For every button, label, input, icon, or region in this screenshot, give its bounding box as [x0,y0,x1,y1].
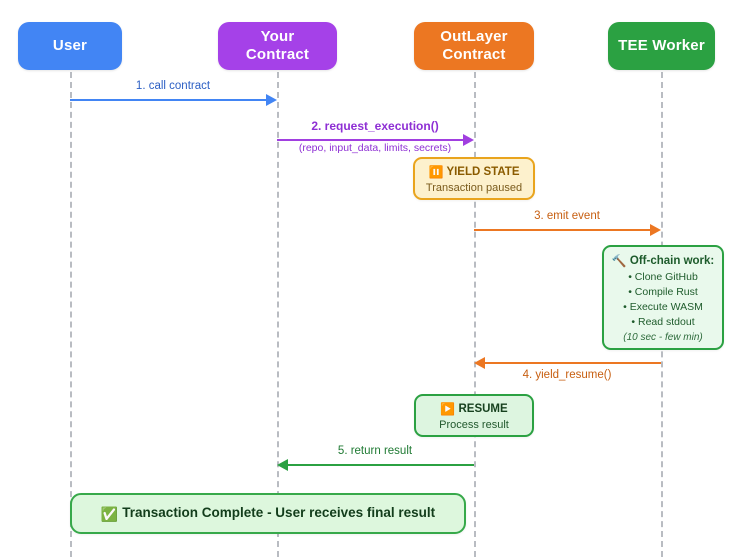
list-item: Execute WASM [604,300,722,315]
note-yield-state-subtitle: Transaction paused [425,182,523,194]
lifeline-your-contract [277,72,279,557]
actor-your-contract-label: Your Contract [246,28,309,64]
note-offchain-work-duration: (10 sec - few min) [623,332,703,343]
message-1-arrowhead [266,94,277,106]
note-offchain-work: 🔨 Off-chain work: Clone GitHub Compile R… [602,245,724,350]
transaction-complete-banner-label: Transaction Complete - User receives fin… [122,504,436,520]
actor-tee-worker-label: TEE Worker [618,37,705,54]
message-1-label: 1. call contract [135,80,211,92]
transaction-complete-banner: ✅Transaction Complete - User receives fi… [70,493,466,534]
note-offchain-work-title-text: Off-chain work: [629,255,715,267]
actor-your-contract-label-line2: Contract [245,46,310,63]
hammer-icon: 🔨 [611,254,627,268]
message-4-arrowhead [474,357,485,369]
list-item: Clone GitHub [604,270,722,285]
note-resume: ▶️ RESUME Process result [414,394,534,437]
message-2-sublabel: (repo, input_data, limits, secrets) [298,142,452,154]
note-resume-title-text: RESUME [458,403,508,415]
check-mark-icon: ✅ [100,505,119,522]
actor-outlayer-contract-label-line2: Contract [442,46,506,63]
actor-outlayer-contract-label-line1: OutLayer [440,28,508,45]
message-5-label: 5. return result [337,445,413,457]
actor-tee-worker: TEE Worker [608,22,715,70]
note-offchain-work-title: 🔨 Off-chain work: [604,247,722,268]
actor-your-contract: Your Contract [218,22,337,70]
lifeline-outlayer-contract [474,72,476,557]
message-5-line [288,464,474,466]
message-4-label: 4. yield_resume() [522,369,612,381]
note-yield-state-title-text: YIELD STATE [446,166,520,178]
note-resume-title: ▶️ RESUME [416,396,532,416]
message-2-line [277,139,463,141]
actor-outlayer-contract-label: OutLayer Contract [440,28,507,64]
pause-icon: ⏸️ [428,165,444,179]
message-1-line [70,99,266,101]
note-offchain-work-list: Clone GitHub Compile Rust Execute WASM R… [604,270,722,330]
note-yield-state: ⏸️ YIELD STATE Transaction paused [413,157,535,200]
list-item: Compile Rust [604,285,722,300]
note-yield-state-title: ⏸️ YIELD STATE [415,159,533,179]
play-icon: ▶️ [440,402,456,416]
actor-your-contract-label-line1: Your [260,28,295,45]
note-resume-subtitle: Process result [439,419,509,431]
actor-user-label: User [52,37,88,54]
actor-outlayer-contract: OutLayer Contract [414,22,534,70]
message-2-arrowhead [463,134,474,146]
list-item: Read stdout [604,315,722,330]
message-3-arrowhead [650,224,661,236]
message-4-line [485,362,661,364]
message-3-line [474,229,650,231]
message-3-label: 3. emit event [534,210,600,222]
actor-user: User [18,22,122,70]
message-5-arrowhead [277,459,288,471]
message-2-label: 2. request_execution() [311,119,439,133]
lifeline-user [70,72,72,557]
transaction-complete-banner-text: ✅Transaction Complete - User receives fi… [101,505,435,523]
